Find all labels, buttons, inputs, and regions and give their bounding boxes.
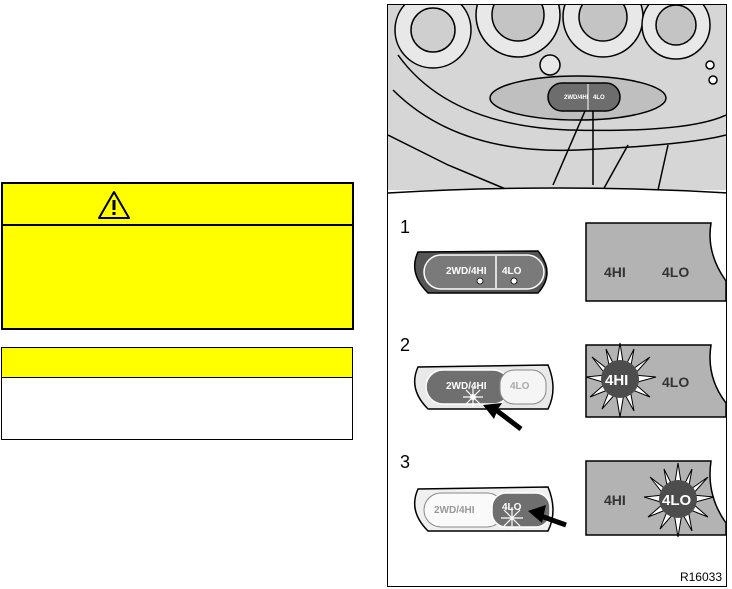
step-3-switch-right-label: 4LO — [502, 502, 522, 513]
step-2-switch — [413, 364, 554, 431]
caution-box — [1, 182, 354, 330]
step-1-number: 1 — [400, 217, 411, 237]
step-1-indicator-4hi: 4HI — [604, 264, 626, 280]
step-1-indicator-panel — [585, 222, 726, 302]
dashboard-drawing — [388, 5, 726, 194]
step-1-switch-right-label: 4LO — [502, 266, 522, 277]
step-3-indicator-panel — [585, 460, 726, 538]
step-1-switch — [413, 250, 548, 294]
step-3-number: 3 — [400, 452, 411, 472]
step-2-switch-right-label: 4LO — [510, 381, 530, 392]
dash-switch-right-label: 4LO — [593, 95, 605, 101]
figure-code: R16033 — [679, 570, 722, 584]
step-2-indicator-4hi: 4HI — [605, 372, 628, 389]
step-2-number: 2 — [400, 335, 411, 355]
step-3-switch — [413, 486, 567, 532]
step-3-indicator-4lo: 4LO — [662, 492, 692, 509]
step-2-indicator-4lo: 4LO — [662, 374, 689, 390]
step-1-switch-left-label: 2WD/4HI — [446, 266, 487, 277]
step-2-indicator-panel — [585, 342, 726, 418]
notice-box — [1, 347, 353, 440]
step-2-switch-left-label: 2WD/4HI — [446, 381, 487, 392]
step-3-switch-left-label: 2WD/4HI — [434, 505, 475, 516]
warning-triangle-icon — [98, 191, 130, 219]
illustration-frame: 2WD/4HI 4LO 2WD/4HI 4LO 4HI 4LO — [387, 4, 727, 587]
step-1-indicator-4lo: 4LO — [662, 264, 689, 280]
notice-header — [2, 348, 352, 378]
step-3-indicator-4hi: 4HI — [604, 492, 626, 508]
dashboard-illustration: 2WD/4HI 4LO 2WD/4HI 4LO 4HI 4LO — [388, 5, 726, 538]
dash-switch-left-label: 2WD/4HI — [564, 95, 589, 101]
caution-header — [3, 184, 352, 226]
